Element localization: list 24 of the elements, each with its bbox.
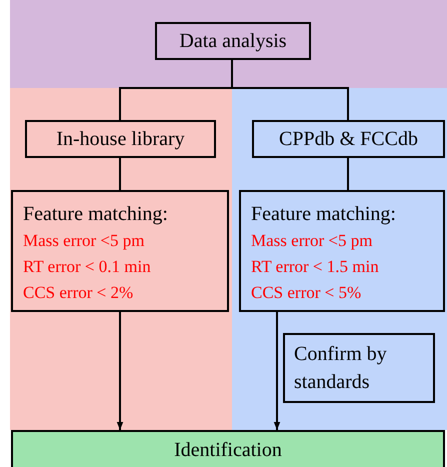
criterion-text: CCS error < 5%: [251, 282, 362, 304]
process-box: [25, 120, 216, 158]
box-heading: Feature matching:: [251, 202, 397, 227]
process-box: [11, 430, 445, 467]
criterion-text: Mass error <5 pm: [23, 230, 146, 252]
process-box: [252, 120, 445, 158]
criteria-box: [11, 190, 229, 312]
box-label: In-house library: [56, 127, 185, 152]
box-heading: Feature matching:: [23, 202, 169, 227]
criterion-text: RT error < 0.1 min: [23, 256, 152, 278]
box-label: Identification: [174, 438, 282, 463]
criterion-text: RT error < 1.5 min: [251, 256, 380, 278]
box-label: Confirm by standards: [294, 342, 388, 395]
arrow: [116, 312, 124, 430]
process-box: [155, 22, 311, 60]
criterion-text: Mass error <5 pm: [251, 230, 374, 252]
box-label: CPPdb & FCCdb: [279, 127, 418, 152]
connector-line: [347, 158, 349, 190]
criteria-box: [239, 190, 445, 312]
connector-line: [119, 158, 121, 190]
arrow: [274, 312, 280, 430]
box-label: Data analysis: [179, 29, 287, 54]
process-box: [283, 333, 435, 403]
criterion-text: CCS error < 2%: [23, 282, 134, 304]
